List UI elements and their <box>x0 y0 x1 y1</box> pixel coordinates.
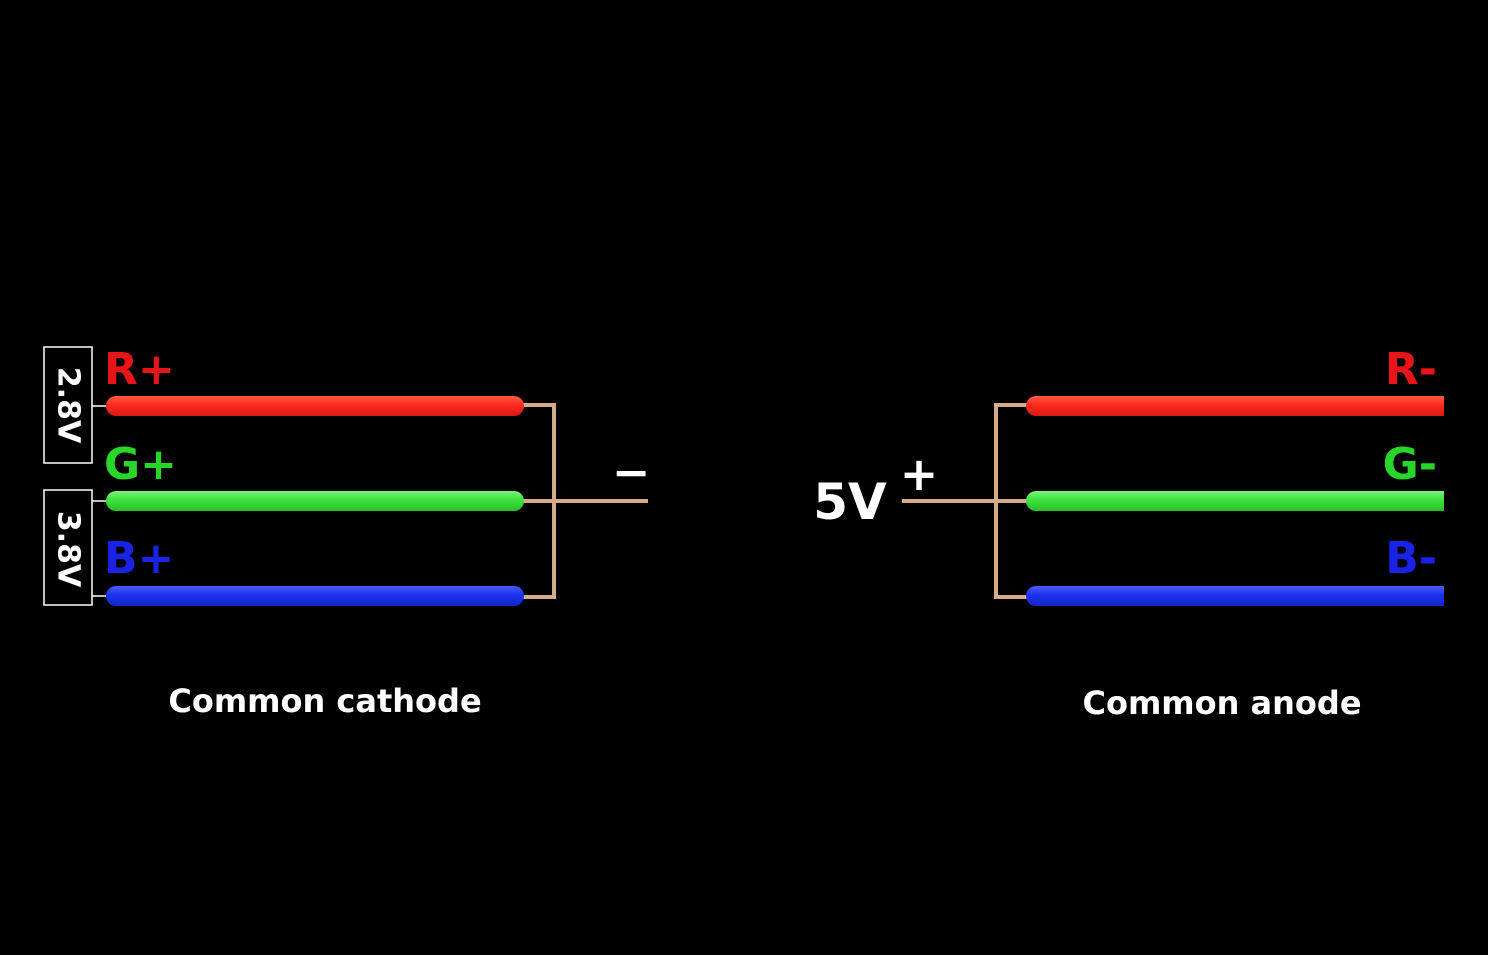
voltage-box-red-text: 2.8V <box>51 367 86 444</box>
anode-pin-label-red: R- <box>1385 344 1437 395</box>
anode-wire-green <box>1026 491 1444 511</box>
anode-wire-blue <box>1026 586 1444 606</box>
voltage-box-green-blue-text: 3.8V <box>51 511 86 588</box>
anode-terminal-sign: + <box>900 447 939 501</box>
cathode-pin-label-red: R+ <box>104 344 175 395</box>
cathode-wire-red <box>106 396 524 416</box>
common-cathode-diagram: R+ G+ B+ − 2.8V 3.8V Common cathode <box>43 344 651 720</box>
cathode-copper-bus <box>518 403 648 599</box>
voltage-box-green-blue: 3.8V <box>43 489 106 606</box>
cathode-wire-blue <box>106 586 524 606</box>
common-cathode-caption: Common cathode <box>168 682 481 720</box>
voltage-box-red: 2.8V <box>43 346 106 464</box>
anode-copper-bus <box>902 403 1032 599</box>
voltage-box-red-frame <box>43 346 93 464</box>
cathode-wires <box>106 396 524 606</box>
anode-wire-blue-end <box>1434 586 1444 606</box>
anode-wire-green-end <box>1434 491 1444 511</box>
cathode-pin-label-blue: B+ <box>104 533 174 584</box>
cathode-pin-label-green: G+ <box>104 439 177 490</box>
voltage-box-green-blue-frame <box>43 489 93 606</box>
cathode-wire-green <box>106 491 524 511</box>
anode-pin-label-blue: B- <box>1385 533 1437 584</box>
common-anode-caption: Common anode <box>1082 684 1361 722</box>
common-anode-diagram: R- G- B- 5V + Common anode <box>813 344 1444 722</box>
anode-wires <box>1026 396 1444 606</box>
anode-wire-red <box>1026 396 1444 416</box>
anode-pin-label-green: G- <box>1383 439 1437 490</box>
anode-supply-voltage: 5V <box>813 473 887 531</box>
anode-wire-red-end <box>1434 396 1444 416</box>
cathode-terminal-sign: − <box>612 445 651 499</box>
